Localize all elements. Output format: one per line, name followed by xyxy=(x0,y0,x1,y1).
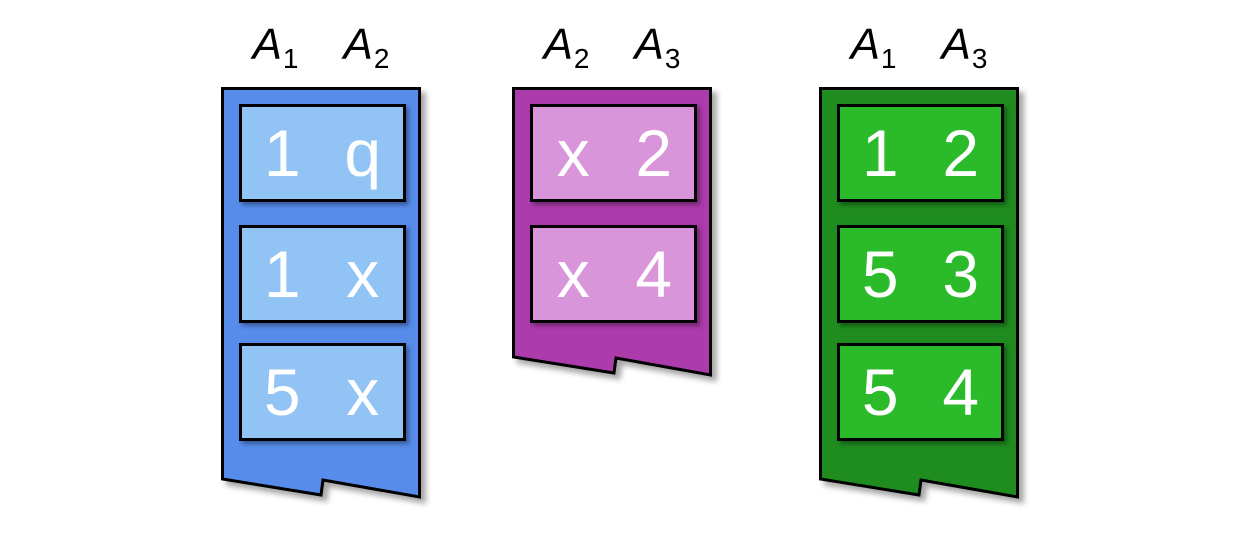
table-a1-a2: A1 A2 1 q 1 x 5 x xyxy=(221,21,421,499)
tuple-row: 1 2 xyxy=(837,104,1004,202)
table-a1-a3: A1 A3 1 2 5 3 5 4 xyxy=(819,21,1019,499)
tuple-row: 5 4 xyxy=(837,343,1004,441)
tuple-value: 4 xyxy=(635,237,673,311)
tuple-row: 1 q xyxy=(239,104,406,202)
column-header: A1 xyxy=(851,21,897,83)
tuple-value: x xyxy=(556,237,590,311)
attribute-letter: A xyxy=(634,20,664,69)
table-header: A1 A3 xyxy=(819,21,1019,75)
column-header: A3 xyxy=(942,21,988,83)
table-header: A2 A3 xyxy=(512,21,712,75)
tuple-value: 4 xyxy=(942,355,980,429)
table-a2-a3: A2 A3 x 2 x 4 xyxy=(512,21,712,377)
tuple-row: 1 x xyxy=(239,225,406,323)
column-header: A3 xyxy=(635,21,681,83)
tuple-value: 5 xyxy=(861,355,899,429)
column-header: A1 xyxy=(253,21,299,83)
attribute-subscript: 3 xyxy=(664,43,681,74)
attribute-letter: A xyxy=(252,20,282,69)
tuple-value: 5 xyxy=(263,355,301,429)
tuple-value: 2 xyxy=(635,116,673,190)
attribute-letter: A xyxy=(941,20,971,69)
tuple-value: 1 xyxy=(263,237,301,311)
tuple-value: x xyxy=(346,237,380,311)
attribute-subscript: 1 xyxy=(880,43,897,74)
column-header: A2 xyxy=(544,21,590,83)
tuple-row: 5 x xyxy=(239,343,406,441)
column-header: A2 xyxy=(344,21,390,83)
tuple-value: 1 xyxy=(861,116,899,190)
tuple-value: x xyxy=(346,355,380,429)
tuple-value: q xyxy=(344,116,382,190)
tuple-row: x 2 xyxy=(530,104,697,202)
tuple-row: 5 3 xyxy=(837,225,1004,323)
attribute-subscript: 1 xyxy=(282,43,299,74)
attribute-letter: A xyxy=(543,20,573,69)
tuple-value: 1 xyxy=(263,116,301,190)
tuple-value: 2 xyxy=(942,116,980,190)
tuple-row: x 4 xyxy=(530,225,697,323)
tuple-value: 5 xyxy=(861,237,899,311)
tuple-value: x xyxy=(556,116,590,190)
attribute-subscript: 2 xyxy=(573,43,590,74)
tuple-value: 3 xyxy=(942,237,980,311)
attribute-subscript: 2 xyxy=(373,43,390,74)
table-header: A1 A2 xyxy=(221,21,421,75)
attribute-letter: A xyxy=(343,20,373,69)
attribute-subscript: 3 xyxy=(971,43,988,74)
attribute-letter: A xyxy=(850,20,880,69)
